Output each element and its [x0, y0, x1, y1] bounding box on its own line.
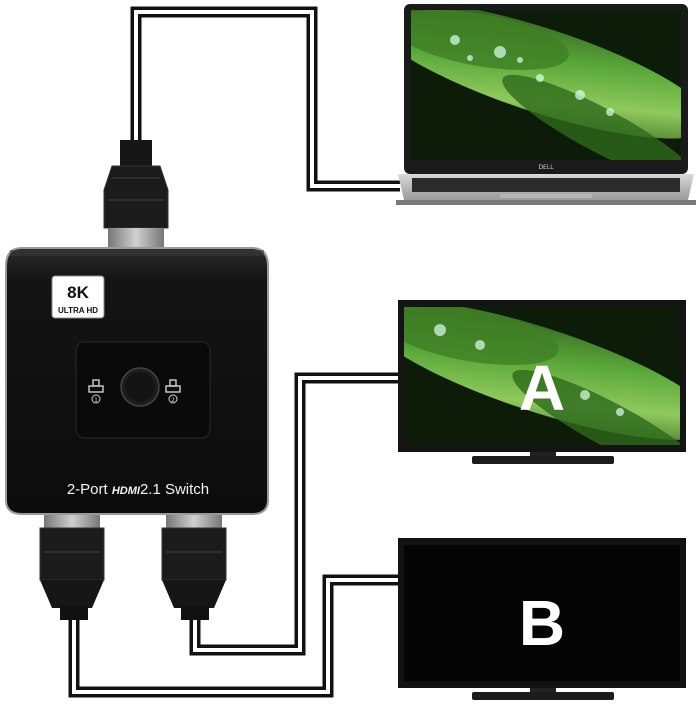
hdmi-switch: 8K ULTRA HD 1 2 2-Port HDMI2.1 Switch — [5, 247, 269, 515]
laptop-screen-image — [411, 10, 681, 160]
resolution-badge: 8K ULTRA HD — [51, 275, 105, 319]
port-1-number: 1 — [94, 397, 98, 404]
hdmi-plug-input — [103, 140, 169, 248]
hdmi-plug-out-1 — [39, 512, 105, 620]
laptop-brand: DELL — [538, 164, 554, 171]
switch-label: 2-Port HDMI2.1 Switch — [67, 481, 209, 498]
port-2-number: 2 — [171, 397, 175, 404]
hdmi-plug-out-2 — [161, 512, 227, 620]
cable-to-laptop — [130, 6, 400, 192]
selector-button[interactable] — [120, 367, 160, 407]
monitor-a-letter: A — [519, 352, 565, 424]
hdmi-logo-text: HDMI — [112, 485, 141, 497]
monitor-b-letter: B — [519, 587, 565, 659]
badge-8k-text: 8K — [67, 283, 89, 302]
badge-ultra-hd-text: ULTRA HD — [58, 306, 98, 315]
port-2-icon: 2 — [165, 379, 181, 404]
port-1-icon: 1 — [88, 379, 104, 404]
monitor-a: A — [398, 300, 686, 464]
monitor-b: B — [398, 538, 686, 700]
monitor-a-screen-image — [404, 307, 680, 445]
laptop: DELL — [396, 4, 696, 205]
cable-to-monitor-b — [68, 574, 402, 698]
